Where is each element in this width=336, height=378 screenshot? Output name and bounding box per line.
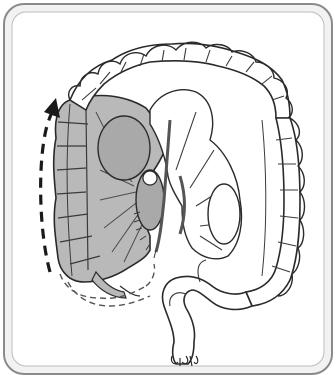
- ascending-colon-shaded: [54, 96, 164, 283]
